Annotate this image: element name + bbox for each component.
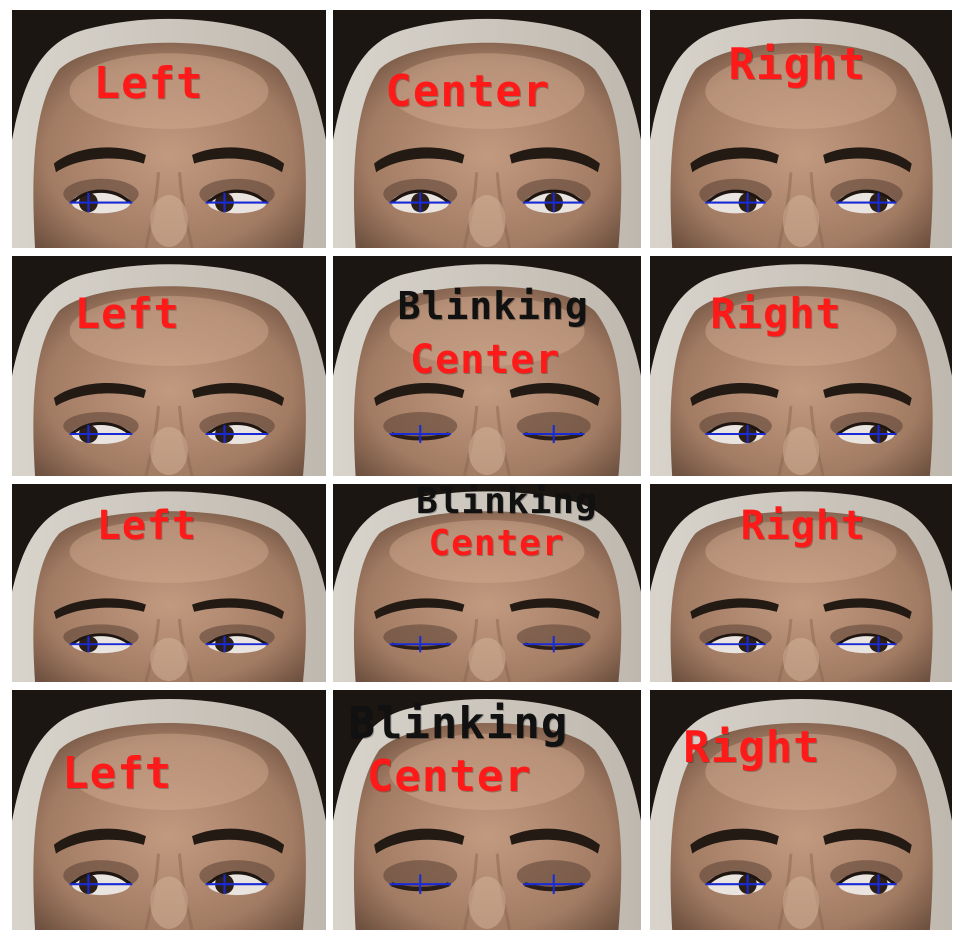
face-frame: Right (650, 256, 952, 476)
pupil-crosshair-icon (836, 192, 897, 213)
pupil-crosshair-icon (836, 874, 897, 894)
gaze-direction-label: Right (740, 502, 867, 549)
pupil-crosshair-icon (836, 425, 897, 443)
gaze-direction-label: Right (710, 289, 842, 339)
face-image (12, 10, 326, 248)
pupil-crosshair-icon (522, 192, 585, 213)
face-image (650, 690, 952, 930)
face-frame: Left (12, 690, 326, 930)
blink-status-label: Blinking (348, 698, 569, 749)
gaze-direction-label: Right (683, 722, 821, 773)
pupil-crosshair-icon (69, 874, 133, 894)
face-image (12, 256, 326, 476)
pupil-crosshair-icon (205, 192, 269, 213)
pupil-crosshair-icon (69, 192, 133, 213)
pupil-crosshair-icon (705, 192, 766, 213)
pupil-crosshair-icon (389, 874, 452, 894)
face-image (333, 690, 641, 930)
face-frame: Left (12, 256, 326, 476)
gaze-direction-label: Center (428, 522, 565, 564)
gaze-direction-label: Left (93, 58, 204, 110)
gaze-direction-label: Left (96, 502, 198, 549)
face-image (650, 10, 952, 248)
gaze-direction-label: Center (385, 65, 551, 117)
pupil-crosshair-icon (389, 192, 452, 213)
pupil-crosshair-icon (705, 636, 766, 653)
gaze-direction-label: Left (74, 289, 180, 339)
pupil-crosshair-icon (705, 874, 766, 894)
gaze-direction-label: Right (728, 39, 866, 91)
gaze-direction-label: Center (366, 750, 532, 802)
face-image (12, 690, 326, 930)
pupil-crosshair-icon (705, 425, 766, 443)
face-image (12, 484, 326, 682)
blink-status-label: Blinking (416, 484, 598, 522)
face-frame: Left (12, 484, 326, 682)
pupil-crosshair-icon (69, 636, 133, 653)
face-frame: Center (333, 10, 641, 248)
blink-status-label: Blinking (397, 283, 589, 328)
pupil-crosshair-icon (522, 636, 585, 653)
face-frame: Right (650, 484, 952, 682)
pupil-crosshair-icon (69, 425, 133, 443)
face-image (650, 256, 952, 476)
gaze-direction-label: Left (62, 748, 173, 800)
face-image (333, 484, 641, 682)
gaze-direction-label: Center (410, 336, 561, 383)
pupil-crosshair-icon (205, 874, 269, 894)
pupil-crosshair-icon (389, 636, 452, 653)
face-image (333, 256, 641, 476)
pupil-crosshair-icon (205, 425, 269, 443)
face-frame: Right (650, 10, 952, 248)
pupil-crosshair-icon (836, 636, 897, 653)
face-frame: Left (12, 10, 326, 248)
face-image (650, 484, 952, 682)
pupil-crosshair-icon (205, 636, 269, 653)
pupil-crosshair-icon (522, 425, 585, 443)
face-frame: Right (650, 690, 952, 930)
pupil-crosshair-icon (389, 425, 452, 443)
face-image (333, 10, 641, 248)
pupil-crosshair-icon (522, 874, 585, 894)
